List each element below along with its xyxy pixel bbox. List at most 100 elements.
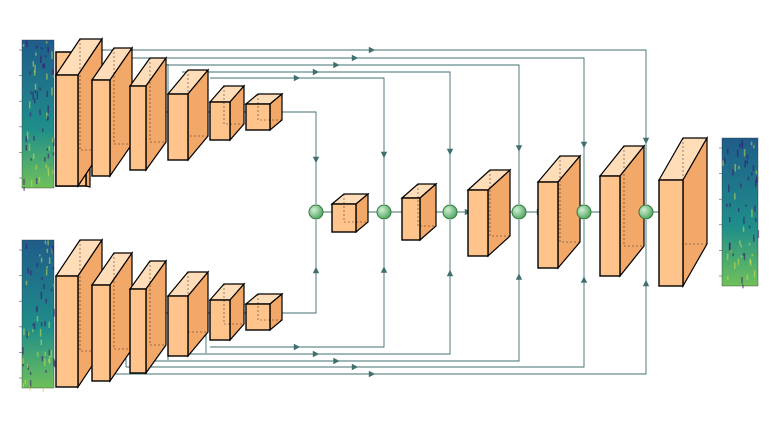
spectrogram-input-bottom-texel — [45, 269, 48, 276]
spectrogram-input-bottom-texel — [24, 379, 27, 384]
encoder-top-block-5 — [208, 84, 246, 142]
spectrogram-output-texel — [751, 172, 753, 176]
skip-bottom-arrow-v-3 — [580, 276, 588, 283]
spectrogram-input-bottom-texel — [22, 347, 24, 355]
skip-top-0 — [210, 77, 385, 204]
spectrogram-input-bottom-texel — [25, 244, 28, 249]
spectrogram-output-texel — [737, 208, 740, 212]
skip-top-arrow-h-4 — [368, 46, 376, 54]
decoder-block-1-hidden-edges — [331, 193, 368, 223]
spectrogram-output-texel — [739, 240, 741, 245]
spectrogram-output-texel — [734, 163, 737, 172]
spectrogram-input-top-frame — [21, 39, 55, 189]
spectrogram-output-texel — [734, 193, 736, 200]
decoder-block-1 — [330, 192, 370, 234]
spectrograms — [19, 39, 760, 393]
merge-node-3 — [442, 204, 458, 220]
spectrogram-input-bottom-texel — [30, 270, 32, 276]
decoder-block-3-hidden-edges — [467, 169, 510, 237]
spectrogram-input-top-texel — [51, 69, 54, 76]
spectrogram-input-top-texel — [42, 64, 44, 69]
encoder-top-block-3 — [128, 56, 168, 172]
spectrogram-input-bottom-texel — [43, 284, 45, 290]
spectrogram-output-texel — [728, 184, 730, 193]
spectrogram-output-texel — [742, 226, 745, 232]
spectrogram-input-top-texel — [32, 91, 34, 100]
spectrogram-input-bottom-texel — [48, 349, 51, 356]
spectrogram-output-texel — [726, 203, 728, 207]
skip-bottom-1 — [182, 220, 451, 355]
spectrogram-output-texel — [757, 177, 760, 180]
skip-bottom-4 — [98, 220, 647, 375]
skip-top-arrow-v-1 — [446, 148, 454, 156]
spectrogram-output-texel — [736, 150, 739, 158]
spectrogram-input-bottom — [19, 239, 56, 393]
spectrogram-output-texel — [753, 234, 755, 242]
spectrogram-input-top-texel — [35, 164, 38, 170]
spectrogram-input-top-texel — [51, 87, 53, 96]
spectrogram-input-bottom-texel — [40, 339, 42, 346]
encoder-bottom-block-2-front — [91, 284, 111, 382]
skip-bottom-arrow-v-4 — [642, 279, 650, 287]
spectrogram-input-bottom-texel — [40, 291, 43, 300]
encoder-bottom-block-2 — [90, 251, 134, 383]
spectrogram-input-top-texel — [28, 143, 31, 152]
spectrogram-input-top-texel — [44, 55, 47, 58]
decoder-block-3-front — [467, 189, 489, 257]
spectrogram-output-texel — [741, 277, 743, 284]
conv-blocks — [54, 37, 709, 389]
skip-bottom-arrow-v-0 — [380, 266, 388, 273]
skip-bottom-arrow-h-3 — [351, 363, 359, 371]
spectrogram-input-bottom-texel — [35, 308, 38, 311]
skip-top-arrow-v-3 — [580, 141, 588, 149]
spectrogram-output-texel — [745, 204, 747, 207]
merge-node-2 — [376, 204, 392, 220]
spectrogram-input-bottom-texel — [52, 245, 54, 250]
spectrogram-output-texel — [722, 160, 724, 166]
skip-top-3 — [126, 57, 585, 204]
spectrogram-output-texel — [738, 165, 740, 170]
spectrogram-output-texel — [752, 165, 755, 172]
spectrogram-input-top-texel — [34, 90, 37, 93]
encoder-top-block-2-hidden-edges — [91, 47, 132, 145]
spectrogram-input-top-texel — [52, 169, 54, 175]
spectrogram-output-texel — [740, 255, 743, 258]
spectrogram-input-bottom-texel — [26, 330, 29, 339]
spectrogram-input-bottom-texel — [22, 363, 24, 367]
spectrogram-input-top-texel — [40, 55, 42, 63]
spectrogram-input-bottom-texel — [52, 249, 54, 253]
encoder-bottom-block-5-hidden-edges — [209, 283, 244, 325]
spectrogram-output-texel — [741, 143, 744, 149]
encoder-top-block-3-front — [129, 85, 147, 171]
encoder-bottom-block-6-front — [245, 303, 271, 331]
spectrogram-input-top-texel — [35, 45, 38, 49]
decoder-block-4-hidden-edges — [537, 155, 580, 243]
spectrogram-input-bottom-texel — [44, 358, 46, 367]
skip-top-4 — [98, 49, 647, 204]
encoder-top-block-4-front — [167, 93, 189, 161]
spectrogram-output — [719, 137, 760, 289]
encoder-top-block-2-front — [91, 79, 111, 177]
spectrogram-input-top — [19, 39, 55, 191]
skip-top-arrow-h-2 — [333, 61, 340, 69]
decoder-block-6-front — [658, 179, 684, 287]
merge-node-1 — [308, 204, 324, 220]
encoder-bottom-block-3 — [128, 259, 168, 375]
encoder-bottom-block-2-hidden-edges — [91, 252, 132, 350]
spectrogram-output-texel — [726, 253, 729, 261]
spectrogram-input-top-texel — [30, 158, 32, 161]
spectrogram-input-top-texel — [52, 74, 55, 78]
skip-bottom-0 — [210, 220, 385, 348]
spectrogram-output-texel — [750, 141, 753, 146]
spectrogram-input-bottom-texel — [29, 380, 32, 387]
decoder-block-2-front — [401, 197, 421, 241]
spectrogram-input-top-texel — [44, 156, 46, 162]
spectrogram-output-texel — [732, 169, 734, 176]
spectrogram-input-top-texel — [25, 136, 27, 143]
spectrogram-input-top-texel — [46, 73, 48, 80]
spectrogram-input-top-texel — [47, 167, 49, 172]
spectrogram-input-bottom-texel — [39, 254, 41, 257]
skip-top-arrow-v-4 — [642, 137, 650, 145]
spectrogram-input-bottom-texel — [41, 276, 43, 280]
spectrogram-input-bottom-texel — [22, 358, 24, 365]
